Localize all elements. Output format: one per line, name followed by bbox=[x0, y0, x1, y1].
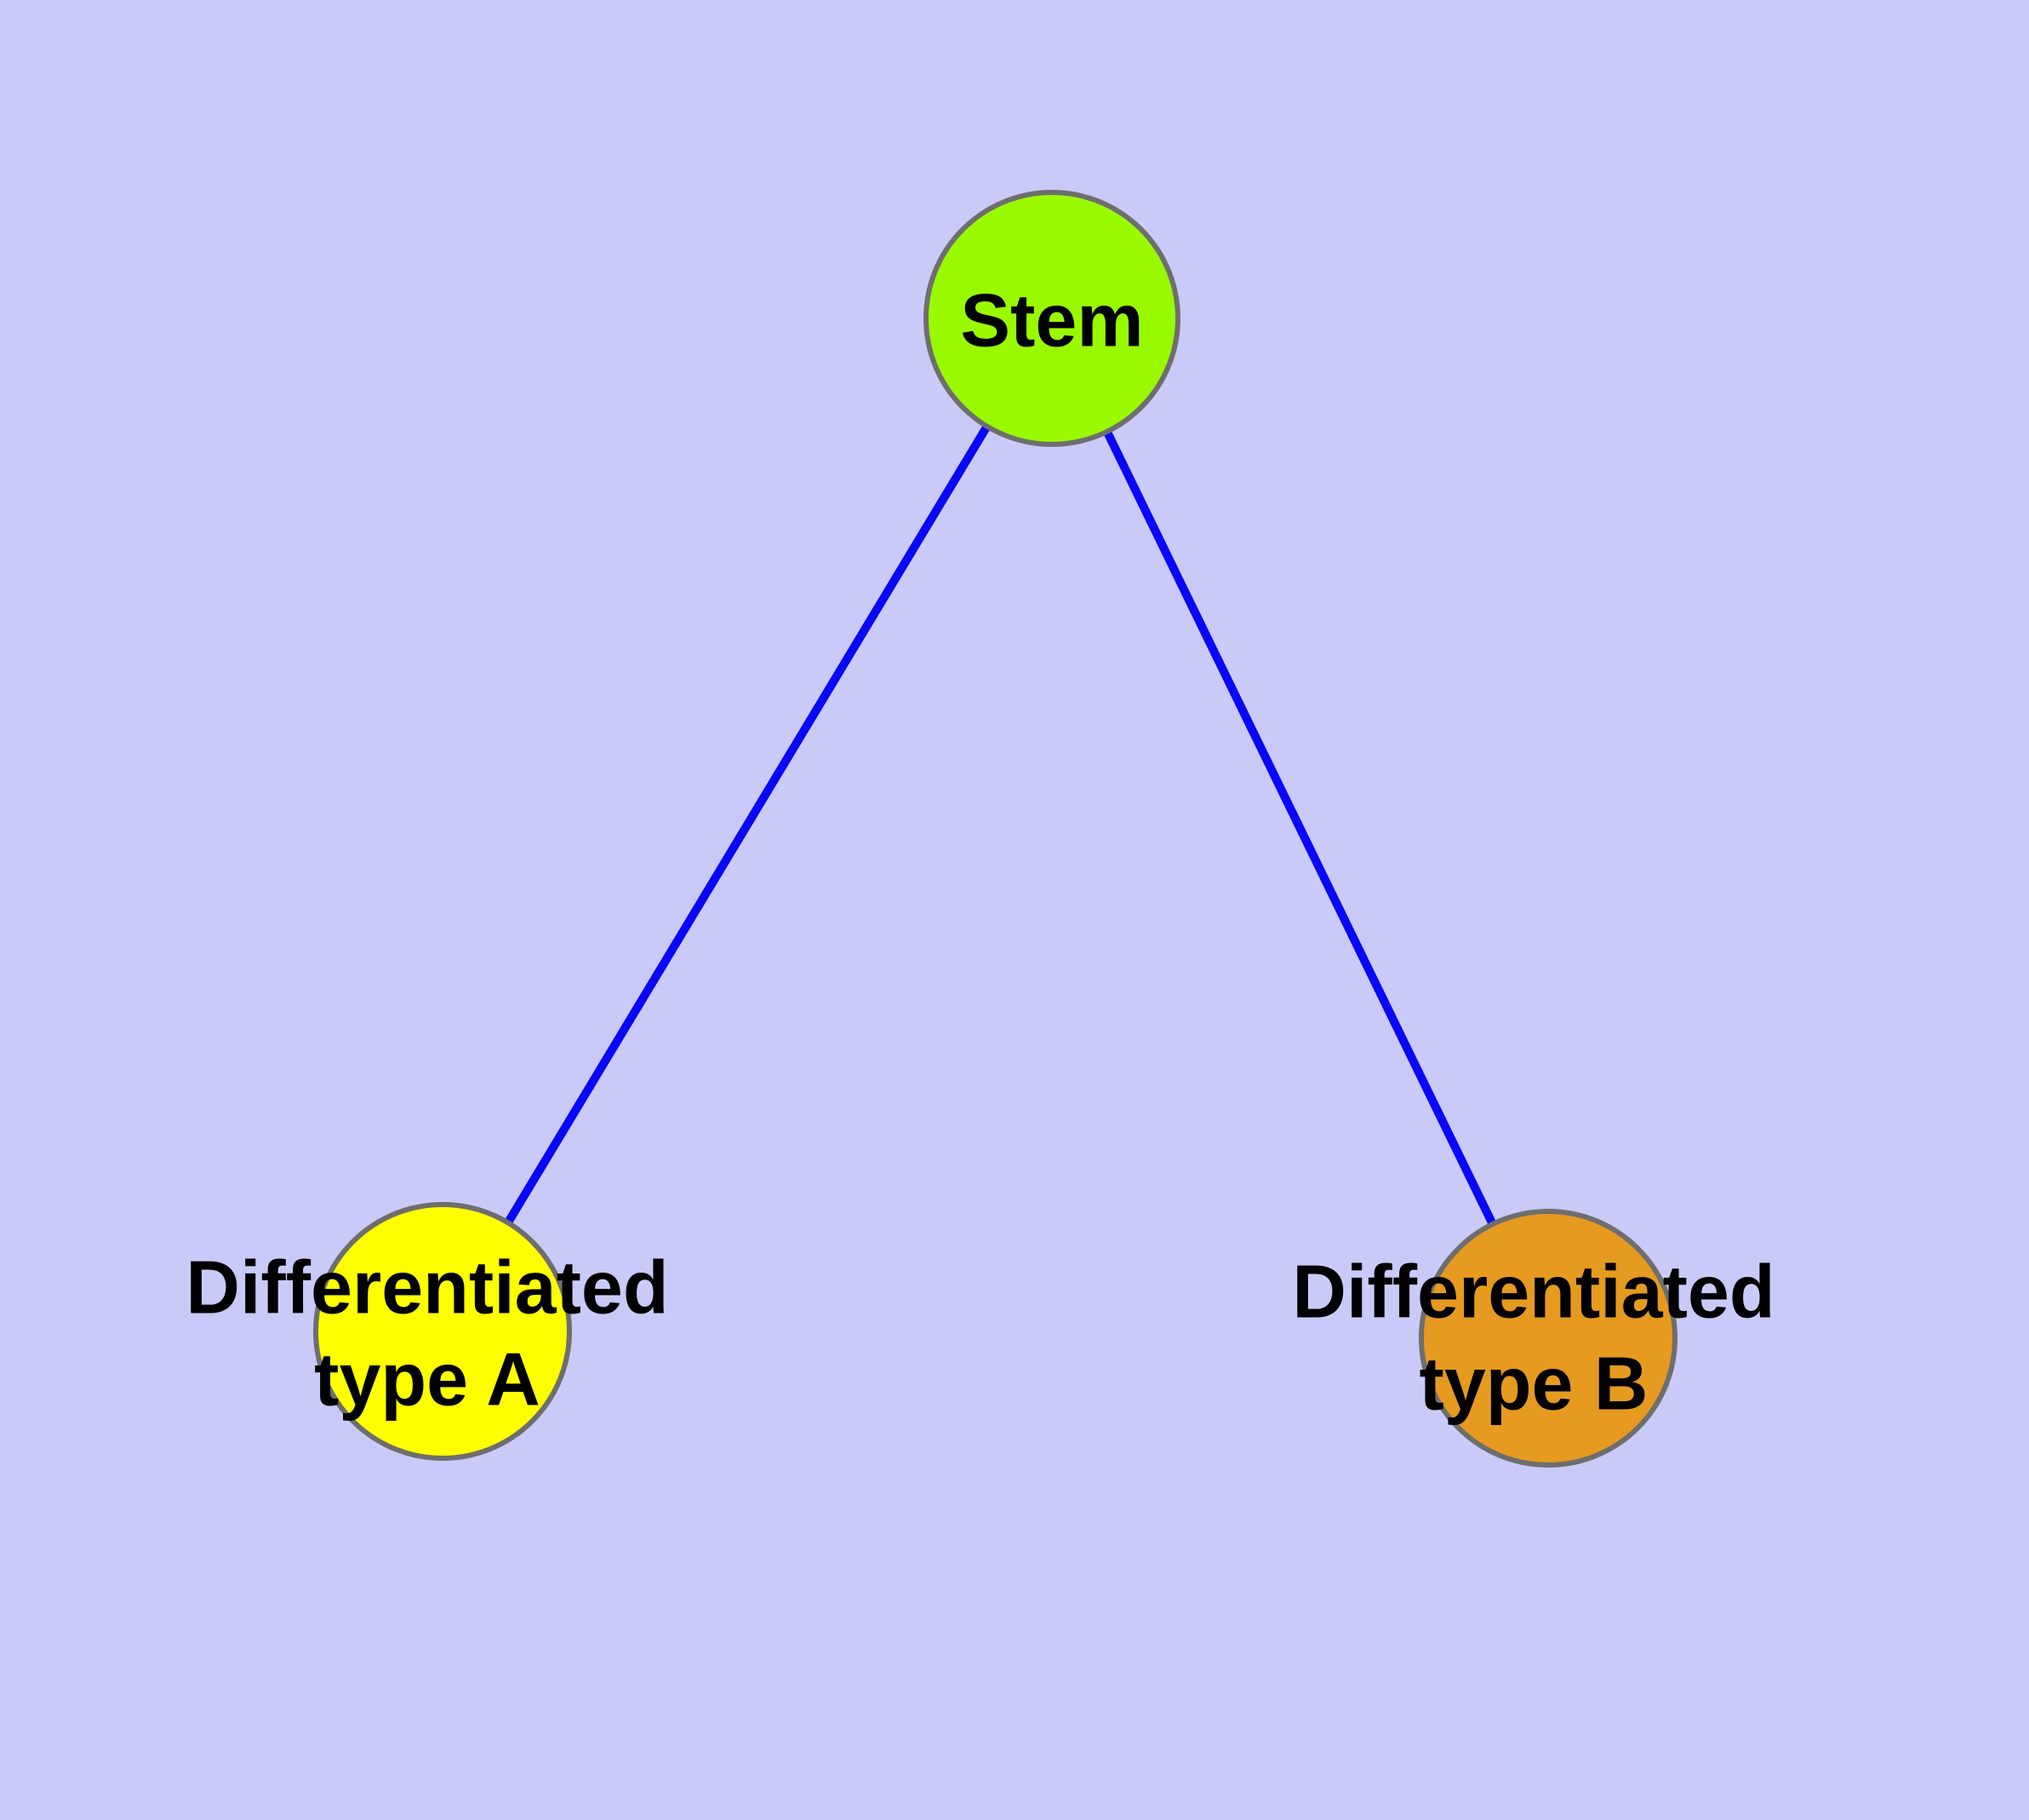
edge-stem-to-type-a bbox=[438, 316, 1056, 1334]
node-type-a-label-line2: type A bbox=[314, 1337, 540, 1422]
node-type-b-label-line2: type B bbox=[1420, 1342, 1649, 1426]
edge-stem-to-type-b bbox=[1048, 316, 1552, 1341]
node-stem-circle bbox=[923, 190, 1180, 447]
node-stem-label: Stem bbox=[960, 278, 1143, 363]
node-type-b-label-line1: Differentiated bbox=[1292, 1250, 1775, 1334]
node-type-a-circle bbox=[313, 1202, 572, 1461]
node-type-a-label-line1: Differentiated bbox=[186, 1245, 668, 1330]
node-type-b-circle bbox=[1419, 1209, 1677, 1468]
